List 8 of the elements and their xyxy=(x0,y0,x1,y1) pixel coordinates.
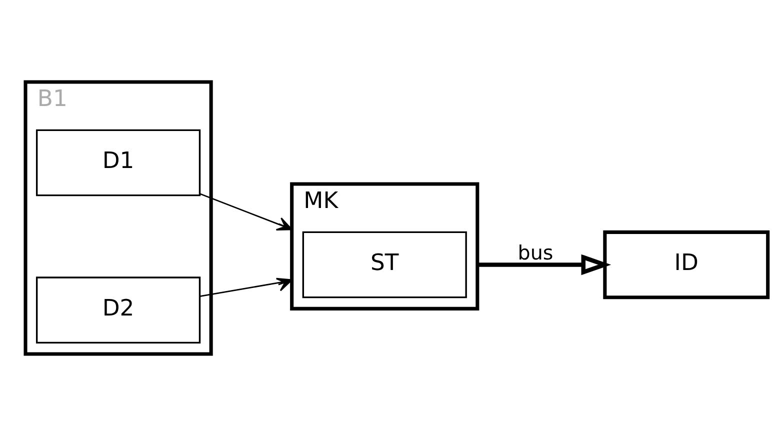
node-box: ST xyxy=(302,230,467,298)
arrow xyxy=(477,254,612,275)
arrow xyxy=(200,192,293,230)
node-box: ID xyxy=(603,230,770,299)
edge-label: bus xyxy=(518,240,554,264)
node-box: D1 xyxy=(36,128,201,196)
arrow xyxy=(200,277,293,296)
node-box: D2 xyxy=(36,276,201,344)
